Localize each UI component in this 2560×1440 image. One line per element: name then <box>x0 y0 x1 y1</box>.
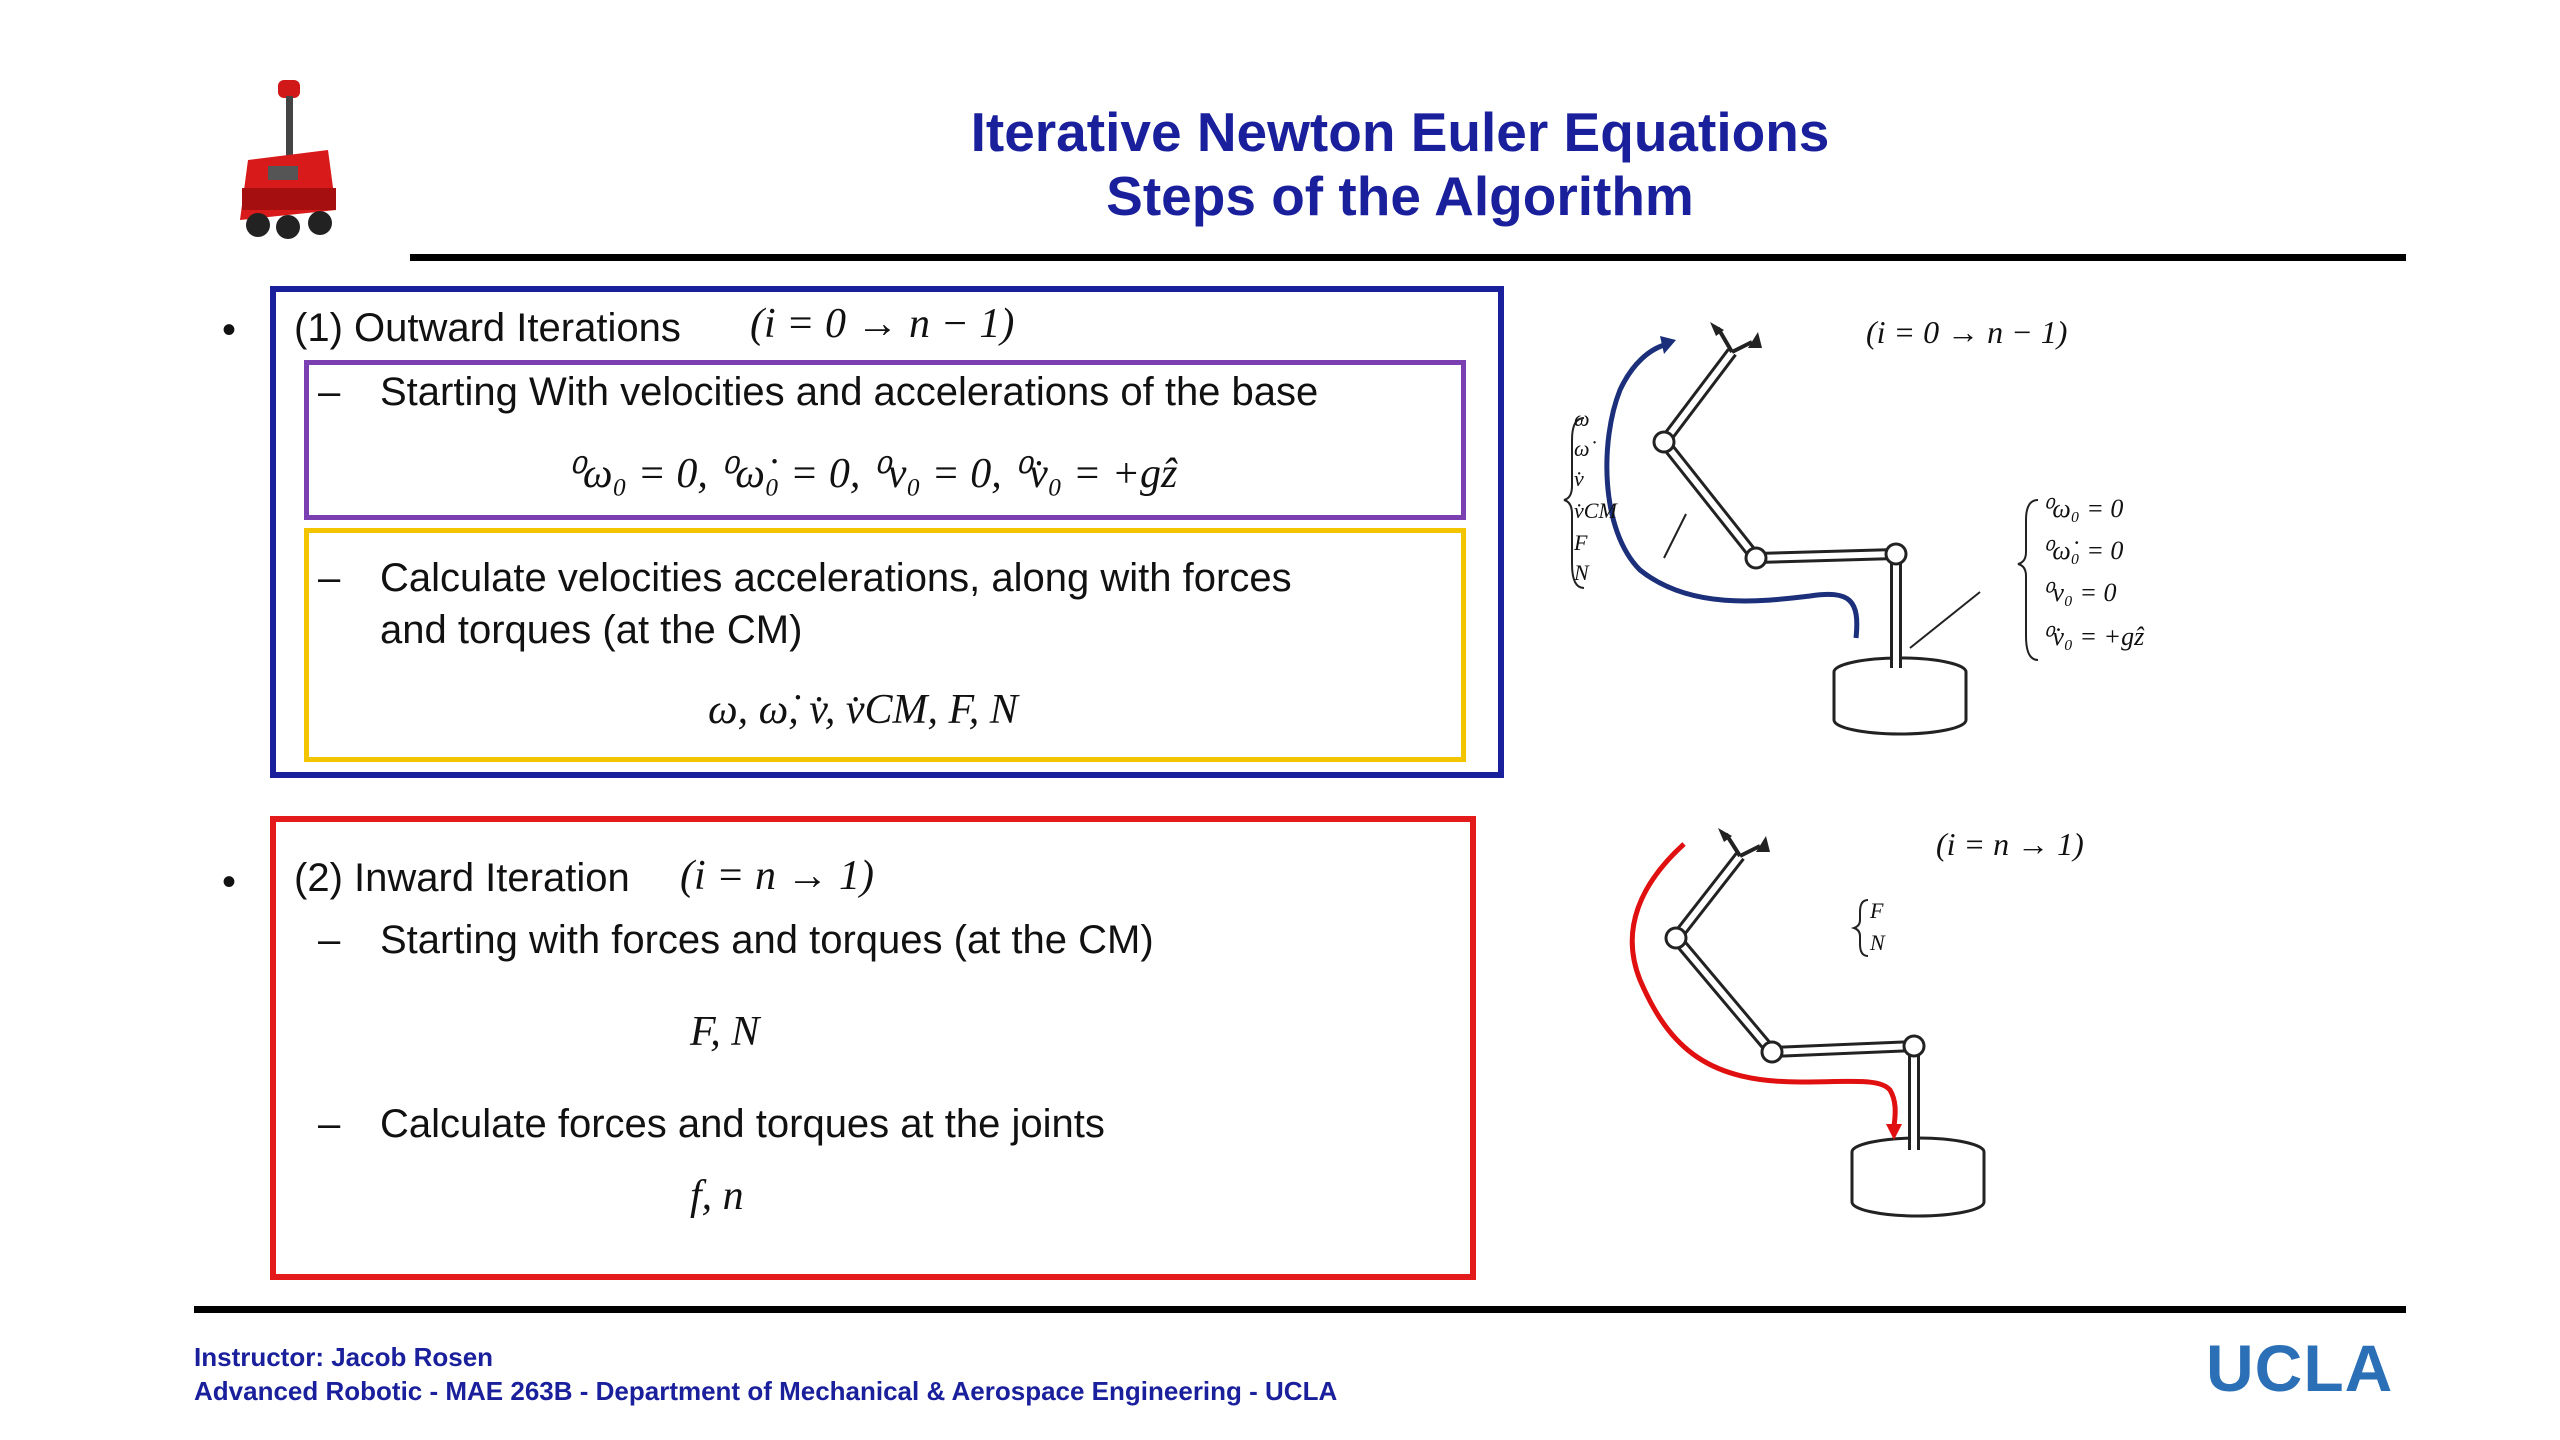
footer-instructor: Instructor: Jacob Rosen <box>194 1342 494 1372</box>
inward-sub2-math: f, n <box>690 1173 744 1219</box>
inward-diagram-label-0: F <box>1870 898 1884 923</box>
inward-robot-arm-diagram <box>1600 820 2220 1260</box>
outward-diagram-right-label-0: ⁰ω₀ = 0 <box>2042 494 2124 523</box>
outward-diagram-range: (i = 0 → n − 1) <box>1866 314 2068 350</box>
footer-rule <box>194 1306 2406 1313</box>
inward-sub2-text: Calculate forces and torques at the join… <box>380 1102 1105 1146</box>
outward-sub1-text: Starting With velocities and acceleratio… <box>380 370 1319 414</box>
outward-box <box>270 286 1504 778</box>
outward-diagram-left-label-0: ω <box>1574 406 1590 431</box>
inward-heading-math: (i = n → 1) <box>680 853 874 899</box>
outward-diagram-left-label-4: F <box>1574 530 1588 555</box>
outward-sub2-box <box>304 528 1466 762</box>
inward-sub1-text: Starting with forces and torques (at the… <box>380 918 1154 962</box>
robot-logo-icon <box>228 70 348 250</box>
outward-diagram-right-label-2: ⁰v₀ = 0 <box>2042 578 2117 607</box>
title-line2: Steps of the Algorithm <box>1106 165 1694 227</box>
outward-heading: (1) Outward Iterations <box>294 306 681 350</box>
outward-heading-math: (i = 0 → n − 1) <box>750 301 1015 347</box>
outward-sub1-math: ⁰ω₀ = 0, ⁰ω̇₀ = 0, ⁰v₀ = 0, ⁰v̇₀ = +gẑ <box>566 451 1178 497</box>
outward-sub2-dash: – <box>318 556 341 600</box>
inward-sub1-math: F, N <box>690 1009 760 1055</box>
outward-diagram-right-label-1: ⁰ω̇₀ = 0 <box>2042 536 2124 565</box>
footer-course: Advanced Robotic - MAE 263B - Department… <box>194 1376 1338 1406</box>
outward-diagram-left-label-5: N <box>1574 560 1589 585</box>
outward-robot-arm-diagram <box>1560 300 2260 770</box>
inward-sub1-dash: – <box>318 918 341 962</box>
outward-sub1-box <box>304 360 1466 520</box>
inward-sub2-dash: – <box>318 1102 341 1146</box>
ucla-logo: UCLA <box>2206 1331 2394 1405</box>
header-rule <box>410 254 2406 261</box>
outward-diagram-left-label-2: v̇ <box>1574 466 1584 491</box>
outward-diagram-right-label-3: ⁰v̇₀ = +gẑ <box>2042 622 2145 651</box>
inward-bullet: • <box>222 860 237 904</box>
outward-diagram-left-label-3: v̇CM <box>1574 498 1617 523</box>
outward-diagram-left-label-1: ω̇ <box>1574 436 1590 461</box>
inward-diagram-range: (i = n → 1) <box>1936 826 2084 862</box>
inward-heading: (2) Inward Iteration <box>294 856 630 900</box>
outward-sub2-line1: Calculate velocities accelerations, alon… <box>380 556 1292 600</box>
title-line1: Iterative Newton Euler Equations <box>970 101 1830 163</box>
outward-sub2-math: ω, ω̇, v̇, v̇CM, F, N <box>708 687 1018 733</box>
outward-sub2-line2: and torques (at the CM) <box>380 608 803 652</box>
outward-sub1-dash: – <box>318 370 341 414</box>
inward-diagram-label-1: N <box>1870 930 1885 955</box>
inward-box <box>270 816 1476 1280</box>
outward-bullet: • <box>222 308 237 352</box>
